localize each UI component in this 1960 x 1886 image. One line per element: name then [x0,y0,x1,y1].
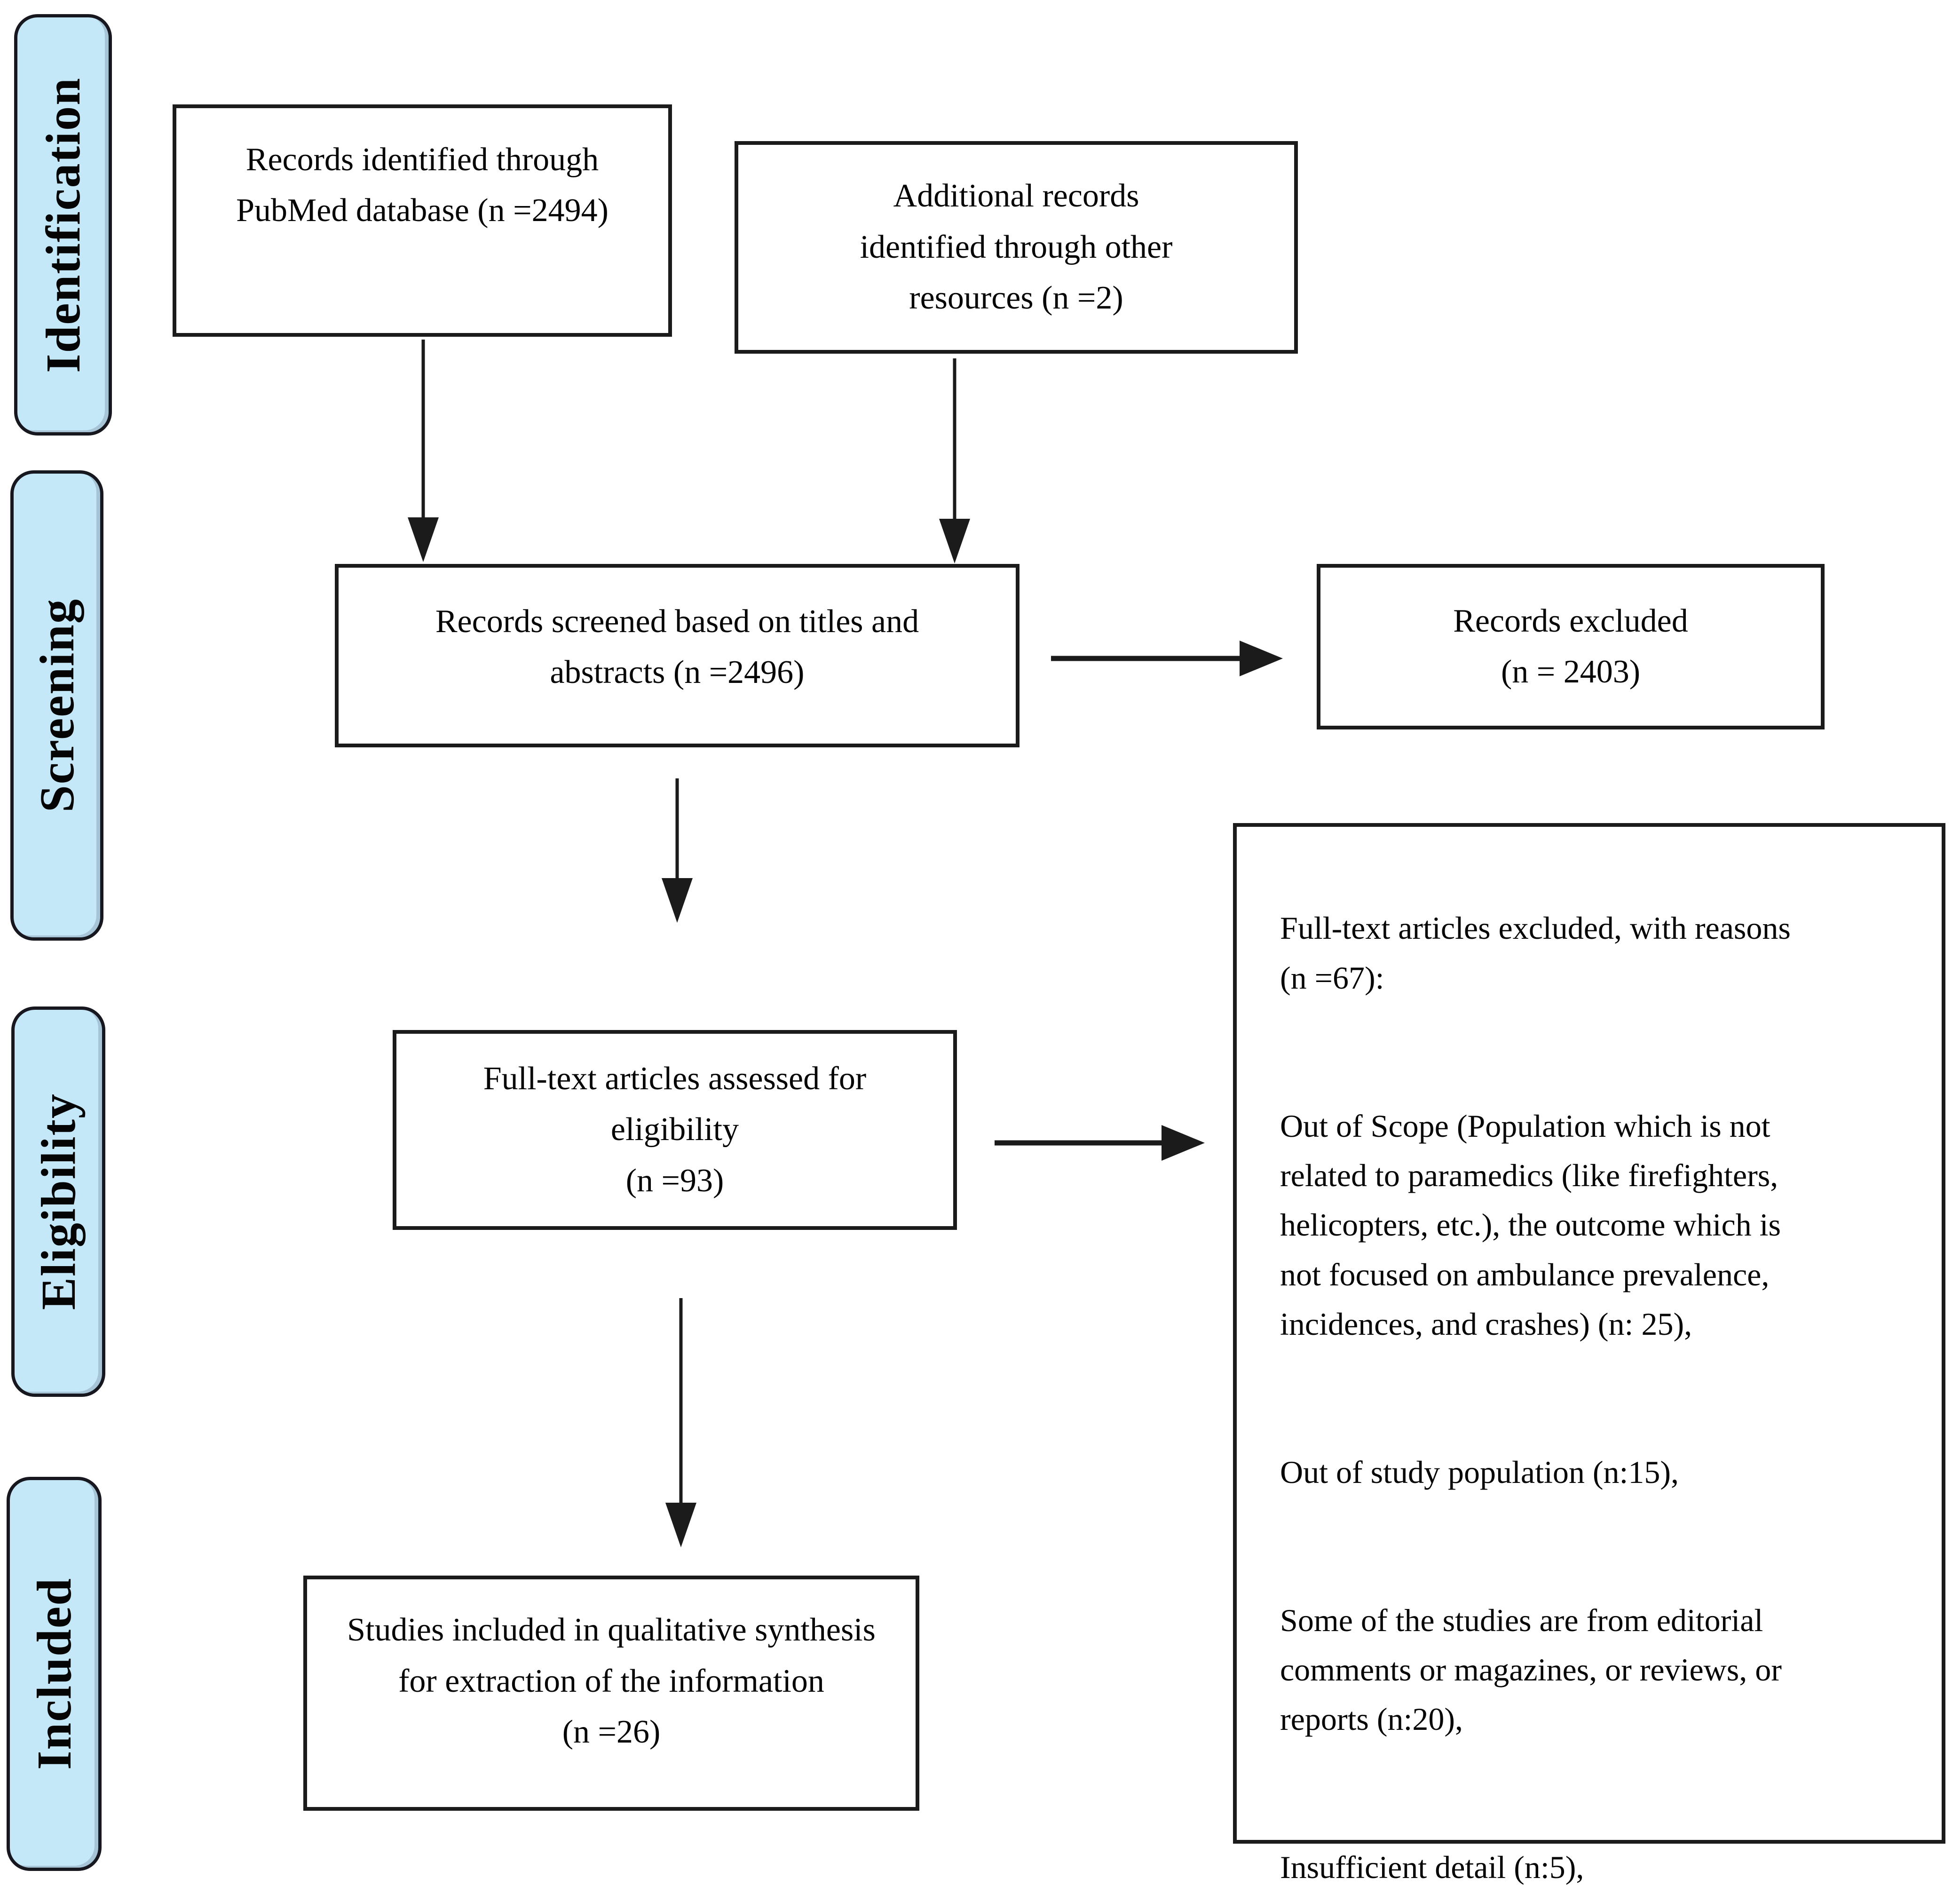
box-records-excluded: Records excluded (n = 2403) [1317,564,1825,729]
arrow-identified-to-screened [408,340,439,562]
stage-label-screening-text: Screening [30,598,84,813]
arrow-screened-to-fulltext [662,778,693,923]
stage-label-screening: Screening [10,470,103,941]
exclusion-reason-out-of-population: Out of study population (n:15), [1280,1454,1679,1490]
arrow-additional-to-screened [939,358,970,563]
exclusion-reason-out-of-scope: Out of Scope (Population which is not re… [1280,1108,1781,1342]
arrow-screened-to-excluded [1051,641,1283,676]
box-fulltext-assessed: Full-text articles assessed for eligibil… [393,1030,957,1230]
box-exclusion-reasons: Full-text articles excluded, with reason… [1233,823,1945,1885]
stage-label-included: Included [7,1477,102,1871]
arrow-fulltext-to-reasons [995,1125,1205,1161]
arrow-fulltext-to-included [665,1298,696,1547]
stage-label-eligibility-text: Eligibility [31,1093,86,1310]
stage-label-included-text: Included [27,1577,81,1770]
stage-label-identification: Identification [14,14,112,436]
box-records-screened: Records screened based on titles and abs… [335,564,1020,747]
exclusion-reason-editorial: Some of the studies are from editorial c… [1280,1602,1782,1737]
exclusion-reason-heading: Full-text articles excluded, with reason… [1280,910,1791,996]
exclusion-reason-insufficient-detail: Insufficient detail (n:5), [1280,1849,1584,1886]
box-studies-included: Studies included in qualitative synthesi… [303,1576,919,1811]
stage-label-eligibility: Eligibility [11,1006,105,1397]
box-additional-records: Additional records identified through ot… [735,141,1298,354]
box-records-identified: Records identified through PubMed databa… [173,104,672,337]
stage-label-identification-text: Identification [36,77,90,373]
